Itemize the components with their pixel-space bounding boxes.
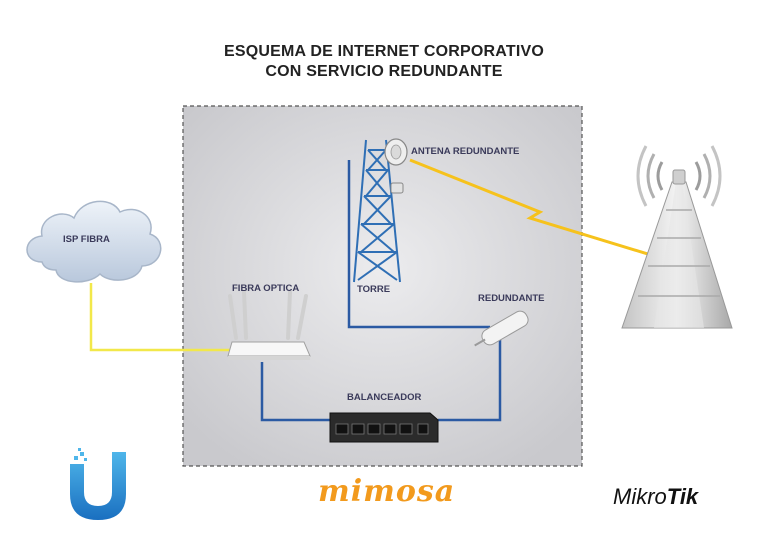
mikrotik-logo: MikroTik xyxy=(613,484,698,510)
mikrotik-logo-part1: Mikro xyxy=(613,484,667,509)
wireless-link xyxy=(409,158,675,264)
lan-link-tower xyxy=(347,160,490,329)
mikrotik-logo-part2: Tik xyxy=(666,484,699,509)
fiber-link xyxy=(89,283,243,352)
diagram-title-line2: CON SERVICIO REDUNDANTE xyxy=(265,63,503,80)
redundant-antenna-icon xyxy=(384,138,408,194)
torre-label: TORRE xyxy=(357,284,391,295)
redundante-label: REDUNDANTE xyxy=(478,293,545,304)
transmission-tower-icon xyxy=(621,145,733,329)
load-balancer-icon xyxy=(329,412,439,443)
antena-redundante-label: ANTENA REDUNDANTE xyxy=(411,146,520,157)
mimosa-logo: mimosa xyxy=(318,474,456,509)
isp-cloud-icon xyxy=(26,200,162,283)
redundant-cpe-icon xyxy=(474,310,529,347)
diagram-title-line1: ESQUEMA DE INTERNET CORPORATIVO xyxy=(224,43,544,60)
fibra-optica-label: FIBRA OPTICA xyxy=(232,283,300,294)
ubiquiti-logo-icon xyxy=(70,448,126,520)
isp-fibra-label: ISP FIBRA xyxy=(63,234,110,245)
lan-link-fiber-router xyxy=(260,362,330,422)
lattice-tower-icon xyxy=(353,139,401,283)
lan-link-redundant xyxy=(438,337,502,422)
balanceador-label: BALANCEADOR xyxy=(347,392,422,403)
fiber-router-icon xyxy=(227,290,311,360)
